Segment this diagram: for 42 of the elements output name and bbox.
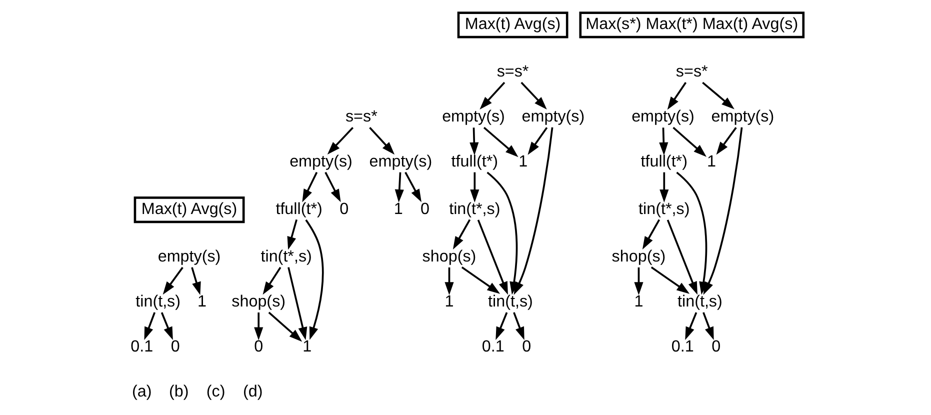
node-text: shop(s)	[231, 292, 286, 311]
node-text: tin(t,s)	[677, 292, 722, 311]
node-text: s=s*	[496, 62, 528, 81]
node-text: 1	[634, 292, 643, 311]
node-text: tfull(t*)	[275, 200, 322, 218]
node-text: empty(s)	[710, 108, 774, 126]
node-text: 0	[254, 338, 263, 356]
node-text: empty(s)	[368, 152, 432, 171]
node-text: 1	[518, 152, 528, 171]
node-text: empty(s)	[631, 108, 694, 126]
node-text: 1	[706, 152, 716, 171]
node-text: s=s*	[344, 108, 377, 126]
node-text: empty(s)	[521, 108, 584, 126]
label: (d)	[242, 382, 262, 401]
node-text: empty(s)	[442, 108, 504, 126]
node-text: 0	[711, 338, 720, 356]
node-text: 0.1	[130, 338, 153, 356]
node-text: shop(s)	[422, 247, 476, 266]
node-text: 0	[420, 200, 429, 218]
node-text: 0	[339, 200, 348, 218]
node-text: tin(t*,s)	[638, 200, 690, 218]
node-text: s=s*	[675, 62, 708, 81]
node-text: shop(s)	[611, 247, 666, 266]
node-text: tfull(t*)	[450, 152, 498, 171]
node-text: tin(t*,s)	[260, 247, 312, 266]
node-text: 1	[393, 200, 402, 218]
label: (c)	[206, 382, 225, 401]
node-text: empty(s)	[289, 152, 352, 171]
label: (a)	[132, 382, 152, 401]
node-text: 0.1	[481, 338, 504, 356]
node-text: 0	[522, 338, 531, 356]
node-text: tfull(t*)	[640, 152, 687, 171]
node-text: empty(s)	[157, 247, 220, 266]
node-text: 1	[444, 292, 454, 311]
node-text: tin(t,s)	[135, 292, 180, 311]
node-text: tin(t,s)	[488, 292, 532, 311]
node-text: 0	[170, 338, 180, 356]
node-text: 1	[196, 292, 206, 311]
node-text: 1	[302, 338, 312, 356]
node-text: 0.1	[670, 338, 694, 356]
node-text: tin(t*,s)	[448, 200, 500, 218]
label: (b)	[168, 382, 188, 401]
